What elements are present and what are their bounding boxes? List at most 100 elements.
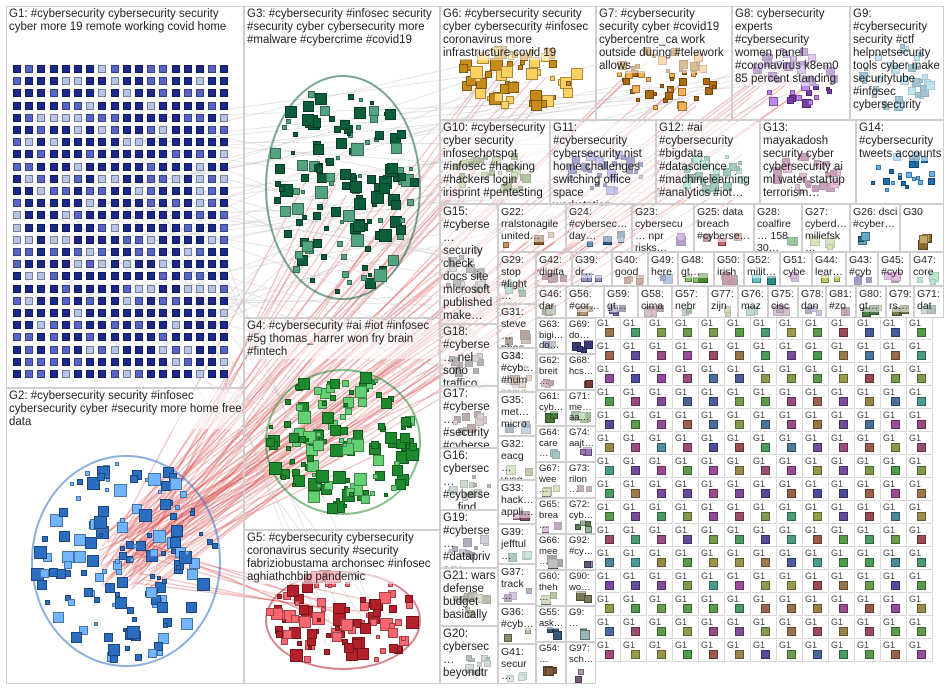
group-g50: G50: irish…	[714, 252, 744, 286]
graph-node	[891, 581, 900, 590]
graph-node	[172, 114, 180, 122]
group-g19: G19: #cyberse… #dataprivacy data…	[440, 510, 498, 568]
graph-node	[86, 65, 94, 73]
graph-node	[181, 618, 193, 630]
graph-node	[123, 211, 131, 219]
graph-node	[329, 116, 335, 122]
graph-node	[172, 260, 180, 268]
graph-node	[62, 199, 70, 207]
small-group-label: G1	[649, 318, 661, 328]
graph-node	[891, 650, 900, 659]
small-group-label: G1	[753, 410, 765, 420]
group-g30: G30	[900, 204, 944, 252]
small-group-label: G1	[753, 433, 765, 443]
graph-node	[196, 175, 204, 183]
graph-node	[123, 187, 131, 195]
graph-node	[37, 580, 47, 590]
graph-node	[374, 379, 378, 383]
graph-node	[709, 627, 718, 636]
group-label: G92: #cy…	[569, 536, 594, 557]
graph-node	[76, 496, 81, 501]
graph-node	[135, 272, 143, 280]
graph-node	[813, 512, 822, 521]
group-label: G17: #cyberse… #security #cyberse…	[443, 388, 496, 448]
group-g21: G21: wars defense budget basically…	[440, 568, 498, 626]
group-label: G11: #cybersecurity cybersecurity nist h…	[553, 122, 654, 204]
graph-node	[631, 466, 640, 475]
graph-node	[62, 272, 70, 280]
graph-node	[62, 211, 70, 219]
graph-node	[549, 60, 557, 68]
graph-node	[208, 260, 216, 268]
graph-node	[172, 199, 180, 207]
small-group-cell: G1	[674, 387, 699, 409]
graph-node	[761, 489, 770, 498]
graph-node	[37, 333, 45, 341]
graph-node	[139, 509, 152, 522]
small-group-cell: G1	[882, 479, 907, 501]
graph-node	[13, 321, 21, 329]
small-group-cell: G1	[804, 456, 829, 478]
graph-node	[865, 604, 874, 613]
small-group-cell: G1	[674, 640, 699, 662]
small-group-cell: G1	[908, 433, 933, 455]
graph-node	[111, 89, 119, 97]
graph-node	[98, 65, 106, 73]
small-group-cell: G1	[830, 341, 855, 363]
small-group-cell: G1	[700, 410, 725, 432]
graph-node	[98, 309, 106, 317]
small-group-cell: G1	[856, 640, 881, 662]
graph-node	[865, 443, 874, 452]
graph-node	[25, 114, 33, 122]
small-group-cell: G1	[830, 571, 855, 593]
small-group-cell: G1	[622, 548, 647, 570]
graph-node	[98, 89, 106, 97]
small-group-cell: G1	[726, 364, 751, 386]
graph-node	[50, 114, 58, 122]
graph-node	[208, 138, 216, 146]
graph-node	[86, 321, 94, 329]
small-group-cell: G1	[830, 479, 855, 501]
graph-node	[37, 346, 45, 354]
group-g39: G39: dr…	[572, 252, 612, 286]
small-group-cell: G1	[804, 410, 829, 432]
small-group-label: G1	[727, 640, 739, 650]
graph-node	[147, 138, 155, 146]
graph-node	[344, 643, 354, 653]
graph-node	[605, 374, 614, 383]
graph-node	[761, 374, 770, 383]
small-group-cell: G1	[804, 318, 829, 340]
small-group-cell: G1	[622, 318, 647, 340]
graph-node	[184, 65, 192, 73]
graph-node	[98, 126, 106, 134]
graph-node	[25, 260, 33, 268]
graph-node	[172, 297, 180, 305]
small-group-cell: G1	[726, 640, 751, 662]
small-group-cell: G1	[648, 525, 673, 547]
group-nodes	[7, 7, 243, 387]
group-g77: G77: zijn…	[708, 286, 738, 318]
graph-node	[37, 199, 45, 207]
small-group-cell: G1	[622, 410, 647, 432]
graph-node	[657, 581, 666, 590]
graph-node	[184, 114, 192, 122]
group-label: G9: …	[569, 608, 594, 629]
small-group-label: G1	[805, 456, 817, 466]
small-group-cell: G1	[726, 318, 751, 340]
graph-node	[147, 321, 155, 329]
small-group-label: G1	[883, 341, 895, 351]
small-group-cell: G1	[856, 571, 881, 593]
small-group-cell: G1	[726, 387, 751, 409]
graph-node	[709, 466, 718, 475]
small-group-label: G1	[909, 502, 921, 512]
group-label: G25: data breach #cyberse…	[697, 206, 752, 242]
small-group-cell: G1	[596, 502, 621, 524]
small-group-cell: G1	[830, 640, 855, 662]
small-group-label: G1	[857, 410, 869, 420]
small-group-cell: G1	[778, 433, 803, 455]
graph-node	[135, 126, 143, 134]
graph-node	[839, 604, 848, 613]
graph-node	[86, 114, 94, 122]
graph-node	[683, 328, 692, 337]
small-group-label: G1	[831, 364, 843, 374]
